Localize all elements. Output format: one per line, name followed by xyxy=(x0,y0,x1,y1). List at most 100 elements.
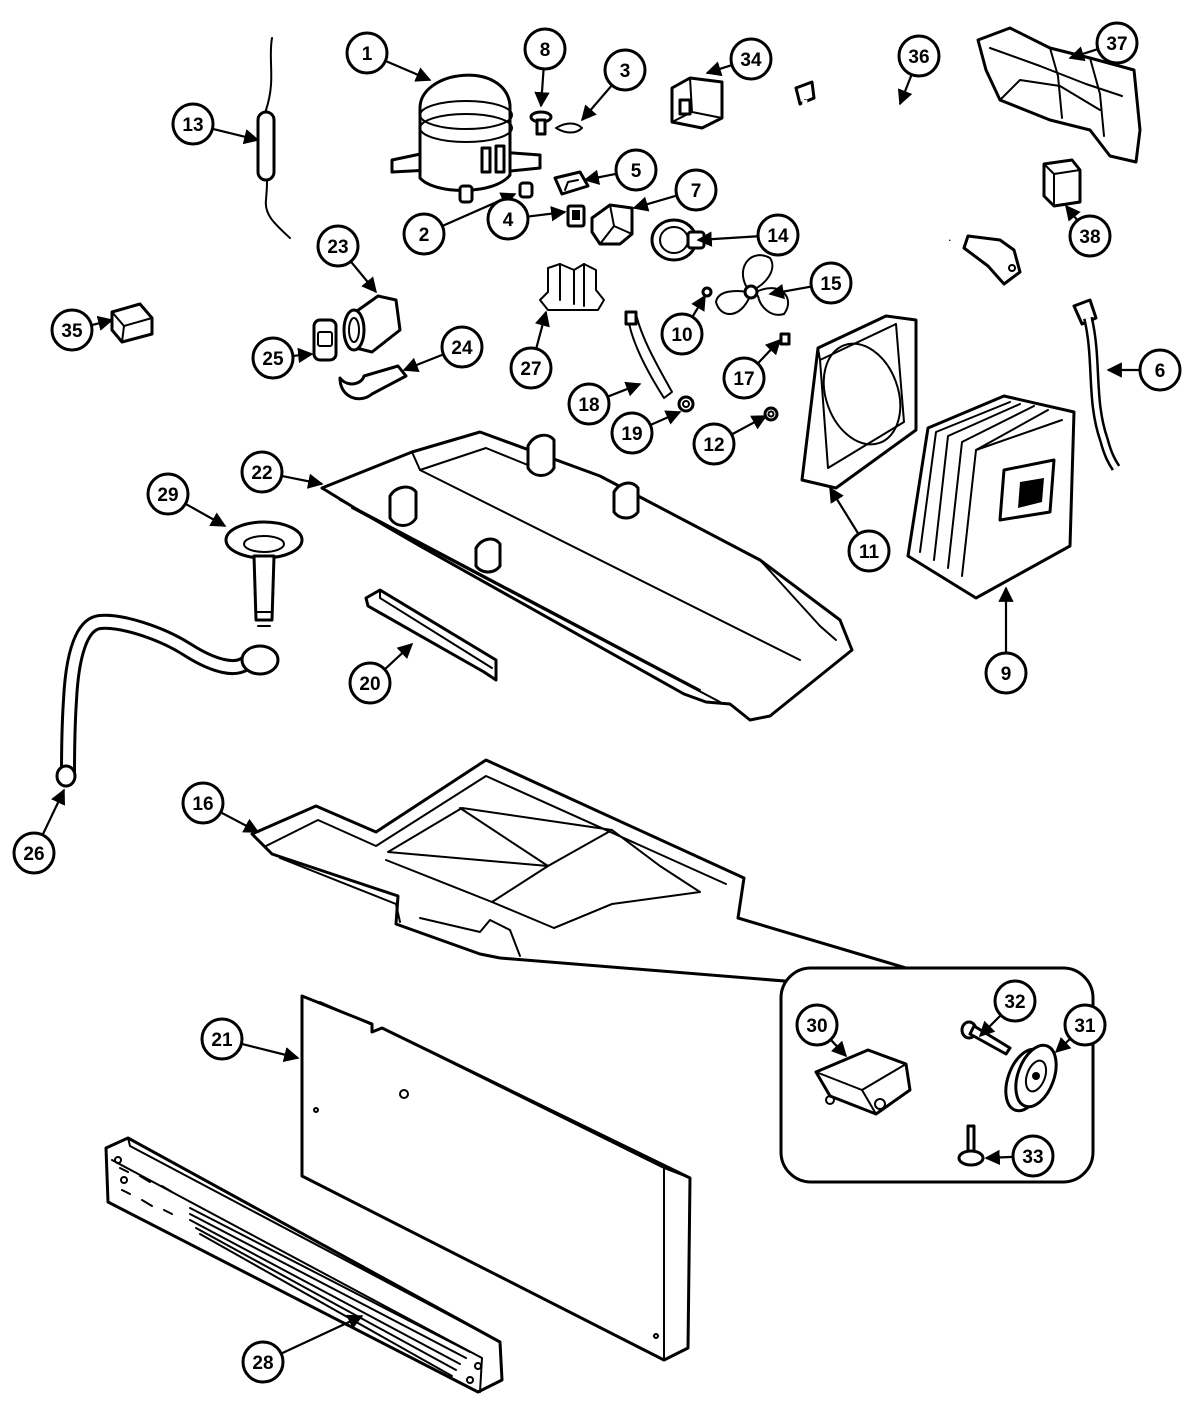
part-31-wheel xyxy=(1004,1043,1058,1113)
callouts: 1234567891011121314151617181920212223242… xyxy=(12,21,1182,1384)
part-17-bracket xyxy=(779,332,791,346)
callout-25: 25 xyxy=(251,336,314,380)
callout-circle-25 xyxy=(251,336,295,380)
callout-number-16: 16 xyxy=(192,794,213,815)
callout-leader-23 xyxy=(349,260,377,294)
callout-circle-34 xyxy=(729,37,773,81)
callout-number-13: 13 xyxy=(182,115,203,136)
callout-number-15: 15 xyxy=(820,274,842,295)
callout-35: 35 xyxy=(50,308,114,352)
callout-circle-11 xyxy=(847,529,891,573)
callout-leader-7 xyxy=(632,194,678,212)
part-23-capacitor xyxy=(342,294,402,354)
callout-leader-37 xyxy=(1068,46,1099,62)
part-24-clamp xyxy=(338,364,408,401)
callout-circle-5 xyxy=(614,148,658,192)
callout-11: 11 xyxy=(829,486,891,573)
callout-number-5: 5 xyxy=(631,161,642,182)
callout-leader-36 xyxy=(897,74,913,106)
callout-leader-27 xyxy=(534,310,550,349)
callout-circle-10 xyxy=(660,312,704,356)
callout-leader-10 xyxy=(691,294,706,318)
callout-36: 36 xyxy=(897,34,941,106)
callout-18: 18 xyxy=(567,381,642,426)
part-4-overload xyxy=(566,204,586,228)
callout-circle-8 xyxy=(523,27,567,71)
callout-number-25: 25 xyxy=(262,349,284,370)
callout-circle-20 xyxy=(348,661,392,705)
callout-19: 19 xyxy=(610,410,682,455)
part-1-compressor xyxy=(390,73,542,204)
callout-leader-13 xyxy=(212,127,260,145)
callout-circle-33 xyxy=(1011,1134,1055,1178)
part-27-bracket xyxy=(539,263,605,311)
callout-circle-7 xyxy=(674,168,718,212)
part-21-panel xyxy=(300,994,692,1362)
callout-circle-12 xyxy=(692,422,736,466)
part-19-grommet xyxy=(677,395,695,413)
callout-circle-19 xyxy=(610,411,654,455)
callout-number-12: 12 xyxy=(703,435,724,456)
callout-circle-21 xyxy=(200,1017,244,1061)
callout-leader-11 xyxy=(829,486,860,535)
callout-circle-4 xyxy=(486,197,530,241)
callout-1: 1 xyxy=(345,31,432,82)
callout-number-31: 31 xyxy=(1074,1016,1096,1037)
part-11-shroud xyxy=(800,314,918,490)
callout-number-35: 35 xyxy=(61,321,83,342)
part-34-connector xyxy=(670,76,724,130)
callout-circle-24 xyxy=(440,325,484,369)
callout-21: 21 xyxy=(200,1017,300,1063)
callout-leader-19 xyxy=(649,410,682,426)
callout-number-19: 19 xyxy=(621,424,642,445)
callout-27: 27 xyxy=(509,310,553,390)
callout-number-34: 34 xyxy=(740,50,762,71)
callout-leader-38 xyxy=(1065,204,1081,222)
callout-leader-32 xyxy=(978,1014,1002,1038)
callout-number-1: 1 xyxy=(362,44,373,65)
part-18-strap xyxy=(624,310,673,399)
callout-circle-18 xyxy=(567,382,611,426)
callout-circle-3 xyxy=(603,48,647,92)
callout-28: 28 xyxy=(241,1314,364,1384)
part-33-leveler xyxy=(957,1124,985,1167)
part-38-connector xyxy=(1042,158,1082,208)
callout-circle-1 xyxy=(345,31,389,75)
part-5-relay xyxy=(553,170,590,196)
callout-circle-26 xyxy=(12,831,56,875)
callout-leader-5 xyxy=(583,169,617,185)
callout-circle-35 xyxy=(50,308,94,352)
callout-15: 15 xyxy=(768,261,853,305)
part-25-cover xyxy=(312,318,338,362)
callout-leader-8 xyxy=(534,68,550,108)
callout-leader-35 xyxy=(91,315,114,331)
callout-circle-17 xyxy=(722,356,766,400)
callout-number-14: 14 xyxy=(767,226,789,247)
callout-number-11: 11 xyxy=(859,542,880,563)
callout-leader-1 xyxy=(384,59,432,82)
callout-number-4: 4 xyxy=(503,210,514,231)
callout-leader-24 xyxy=(402,353,444,373)
callout-circle-28 xyxy=(241,1340,285,1384)
callout-13: 13 xyxy=(171,102,260,146)
callout-33: 33 xyxy=(984,1134,1055,1178)
callout-24: 24 xyxy=(402,325,484,373)
callout-number-38: 38 xyxy=(1079,227,1100,248)
part-9-duct xyxy=(906,394,1076,600)
callout-number-33: 33 xyxy=(1022,1147,1043,1168)
callout-number-30: 30 xyxy=(806,1016,827,1037)
callout-circle-31 xyxy=(1063,1003,1107,1047)
callout-38: 38 xyxy=(1065,204,1112,258)
callout-leader-17 xyxy=(756,338,782,365)
part-8-screw xyxy=(529,110,553,136)
callout-number-27: 27 xyxy=(520,359,541,380)
callout-number-22: 22 xyxy=(251,463,272,484)
callout-number-9: 9 xyxy=(1001,664,1012,685)
callout-circle-16 xyxy=(181,781,225,825)
callout-leader-28 xyxy=(280,1314,364,1355)
callout-14: 14 xyxy=(696,213,800,257)
part-36-power-cord xyxy=(794,80,1022,286)
callout-leader-33 xyxy=(984,1149,1014,1166)
callout-circle-23 xyxy=(316,224,360,268)
